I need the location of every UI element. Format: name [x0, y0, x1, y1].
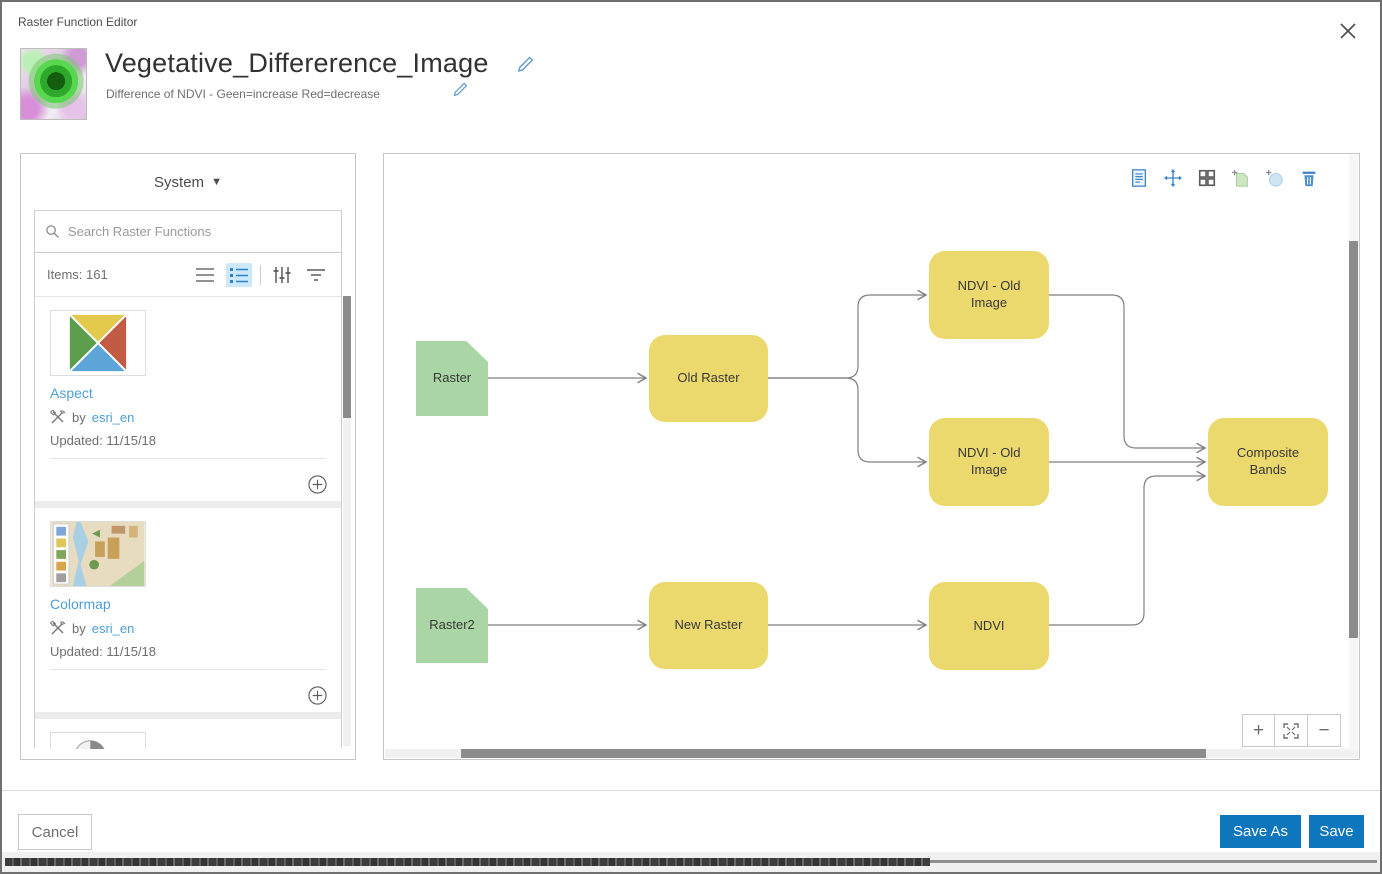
ndvi-old-image-bottom-node[interactable]: NDVI - Old Image: [929, 418, 1049, 506]
tools-icon: [50, 621, 66, 635]
ndvi-node[interactable]: NDVI: [929, 582, 1049, 670]
add-constant-icon[interactable]: [1264, 167, 1285, 188]
composite-bands-node[interactable]: Composite Bands: [1208, 418, 1328, 506]
old-raster-node[interactable]: Old Raster: [649, 335, 768, 422]
background-page-divider: [930, 860, 1377, 863]
canvas-toolbar: [1128, 167, 1319, 188]
sidebar-scrollbar-thumb[interactable]: [343, 296, 351, 418]
function-chain-thumbnail: [20, 48, 87, 120]
items-count: Items: 161: [47, 267, 108, 282]
raster2-variable-node[interactable]: Raster2: [416, 588, 488, 663]
chevron-down-icon: ▼: [211, 176, 222, 188]
auto-layout-grid-icon[interactable]: [1196, 167, 1217, 188]
dialog-footer: Cancel Save As Save: [0, 790, 1382, 852]
list-item[interactable]: Aspect by esri_en Updated: 11/15/18: [35, 297, 341, 501]
connection-edges: [488, 289, 1207, 631]
functions-list: Aspect by esri_en Updated: 11/15/18: [35, 297, 341, 749]
raster-variable-node[interactable]: Raster: [416, 341, 488, 416]
cancel-button[interactable]: Cancel: [18, 814, 92, 850]
page-title: Vegetative_Differerence_Image: [105, 48, 489, 78]
category-label: System: [154, 173, 205, 191]
canvas-vscroll-thumb[interactable]: [1349, 241, 1358, 638]
new-raster-node[interactable]: New Raster: [649, 582, 768, 669]
list-item[interactable]: Colormap by esri_en Updated: 11/15/18: [35, 508, 341, 712]
move-icon[interactable]: [1162, 167, 1183, 188]
sort-icon[interactable]: [303, 263, 329, 287]
sidebar-scrollbar-track[interactable]: [343, 296, 351, 746]
add-function-icon[interactable]: [308, 474, 327, 494]
toolbar-divider: [260, 264, 261, 285]
page-subtitle: Difference of NDVI - Geen=increase Red=d…: [106, 87, 380, 101]
aspect-thumbnail: [50, 310, 146, 376]
fit-extent-icon: [1283, 722, 1299, 739]
add-function-icon[interactable]: [308, 685, 327, 705]
dialog-title: Raster Function Editor: [18, 15, 138, 29]
close-icon[interactable]: [1334, 17, 1362, 45]
zoom-in-button[interactable]: +: [1242, 714, 1275, 747]
background-page-text: [5, 858, 930, 866]
list-view-icon[interactable]: [192, 263, 218, 287]
tools-icon: [50, 410, 66, 424]
search-bar: [35, 211, 341, 253]
search-icon: [46, 225, 60, 239]
colormap-thumbnail: [50, 521, 146, 587]
functions-list-box: Items: 161: [34, 210, 342, 749]
save-as-button[interactable]: Save As: [1220, 815, 1301, 848]
raster-functions-panel: System ▼ Items: 161: [20, 153, 356, 760]
ndvi-old-image-top-node[interactable]: NDVI - Old Image: [929, 251, 1049, 339]
detail-view-icon[interactable]: [226, 262, 252, 287]
edit-title-icon[interactable]: [516, 56, 534, 74]
items-toolbar: Items: 161: [35, 253, 341, 297]
delete-icon[interactable]: [1298, 167, 1319, 188]
save-button[interactable]: Save: [1309, 815, 1364, 848]
zoom-out-button[interactable]: −: [1308, 714, 1341, 747]
function-name-link[interactable]: Colormap: [50, 596, 111, 612]
canvas-hscroll-thumb[interactable]: [461, 749, 1206, 758]
updated-date: Updated: 11/15/18: [50, 644, 157, 659]
add-raster-variable-icon[interactable]: [1230, 167, 1251, 188]
list-item[interactable]: [35, 719, 341, 749]
zoom-fit-button[interactable]: [1275, 714, 1308, 747]
filter-sliders-icon[interactable]: [269, 263, 295, 287]
function-name-link[interactable]: Aspect: [50, 385, 93, 401]
by-label: by: [72, 410, 86, 425]
updated-date: Updated: 11/15/18: [50, 433, 157, 448]
by-label: by: [72, 621, 86, 636]
properties-report-icon[interactable]: [1128, 167, 1149, 188]
category-dropdown[interactable]: System ▼: [21, 154, 355, 210]
search-input[interactable]: [68, 224, 308, 239]
contrast-brightness-thumbnail: [50, 732, 146, 749]
author-link[interactable]: esri_en: [91, 621, 135, 636]
page-behind-dialog: [0, 852, 1382, 874]
zoom-controls: + −: [1242, 714, 1341, 747]
author-link[interactable]: esri_en: [91, 410, 135, 425]
edit-subtitle-icon[interactable]: [452, 82, 468, 98]
function-chain-canvas[interactable]: Raster Old Raster NDVI - Old Image NDVI …: [383, 153, 1360, 760]
